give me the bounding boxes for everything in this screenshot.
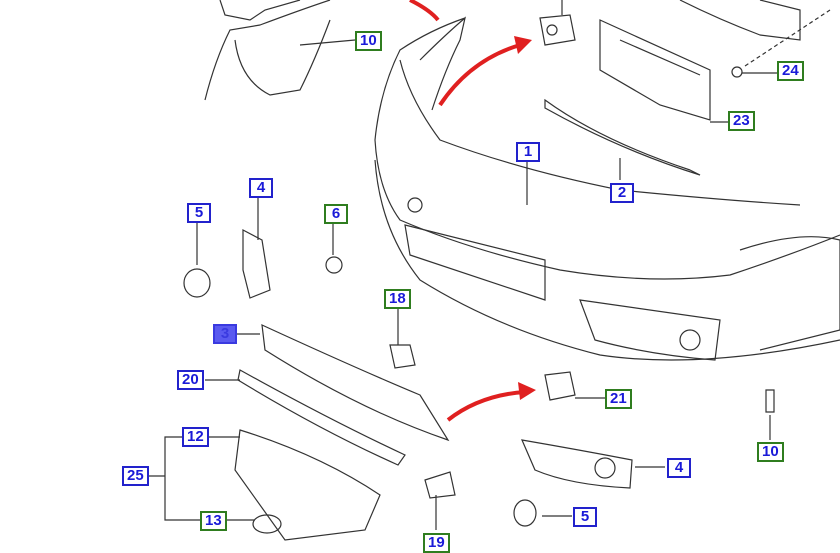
- badge-13: [252, 514, 282, 534]
- strip-20: [237, 369, 406, 466]
- callout-5-fog-ring[interactable]: 5: [573, 507, 597, 527]
- fog-ring-left: [183, 268, 211, 298]
- callout-10[interactable]: 10: [355, 31, 382, 51]
- callout-1[interactable]: 1: [516, 142, 540, 162]
- bolt-10: [765, 389, 775, 413]
- fog-ring-right: [513, 499, 537, 527]
- plug-6: [325, 256, 343, 274]
- hose: [679, 0, 801, 41]
- callout-25[interactable]: 25: [122, 466, 149, 486]
- bumper-cover: [374, 16, 840, 361]
- callout-12[interactable]: 12: [182, 427, 209, 447]
- leader-lines: [148, 39, 771, 530]
- callout-4[interactable]: 4: [249, 178, 273, 198]
- absorber: [599, 19, 711, 121]
- callout-5[interactable]: 5: [187, 203, 211, 223]
- red-arrows: [409, 0, 536, 422]
- callout-19[interactable]: 19: [423, 533, 450, 553]
- grille-upper: [234, 429, 381, 541]
- callout-21[interactable]: 21: [605, 389, 632, 409]
- grille-lower: [261, 324, 450, 442]
- callout-23[interactable]: 23: [728, 111, 755, 131]
- callout-13[interactable]: 13: [200, 511, 227, 531]
- cover-4: [242, 229, 271, 299]
- callout-20[interactable]: 20: [177, 370, 204, 390]
- bolt-24: [731, 9, 831, 78]
- clip-21: [544, 371, 576, 401]
- callout-3-selected[interactable]: 3: [213, 324, 237, 344]
- callout-6[interactable]: 6: [324, 204, 348, 224]
- callout-10-bolt[interactable]: 10: [757, 442, 784, 462]
- bezel-4: [521, 439, 633, 489]
- reinforcement: [544, 98, 701, 180]
- side-bracket-left: [204, 0, 331, 101]
- bracket-19: [424, 471, 456, 499]
- callout-4-fog-bezel[interactable]: 4: [667, 458, 691, 478]
- clip-top: [539, 0, 576, 46]
- callout-18[interactable]: 18: [384, 289, 411, 309]
- callout-24[interactable]: 24: [777, 61, 804, 81]
- callout-2[interactable]: 2: [610, 183, 634, 203]
- clip-18: [389, 344, 416, 369]
